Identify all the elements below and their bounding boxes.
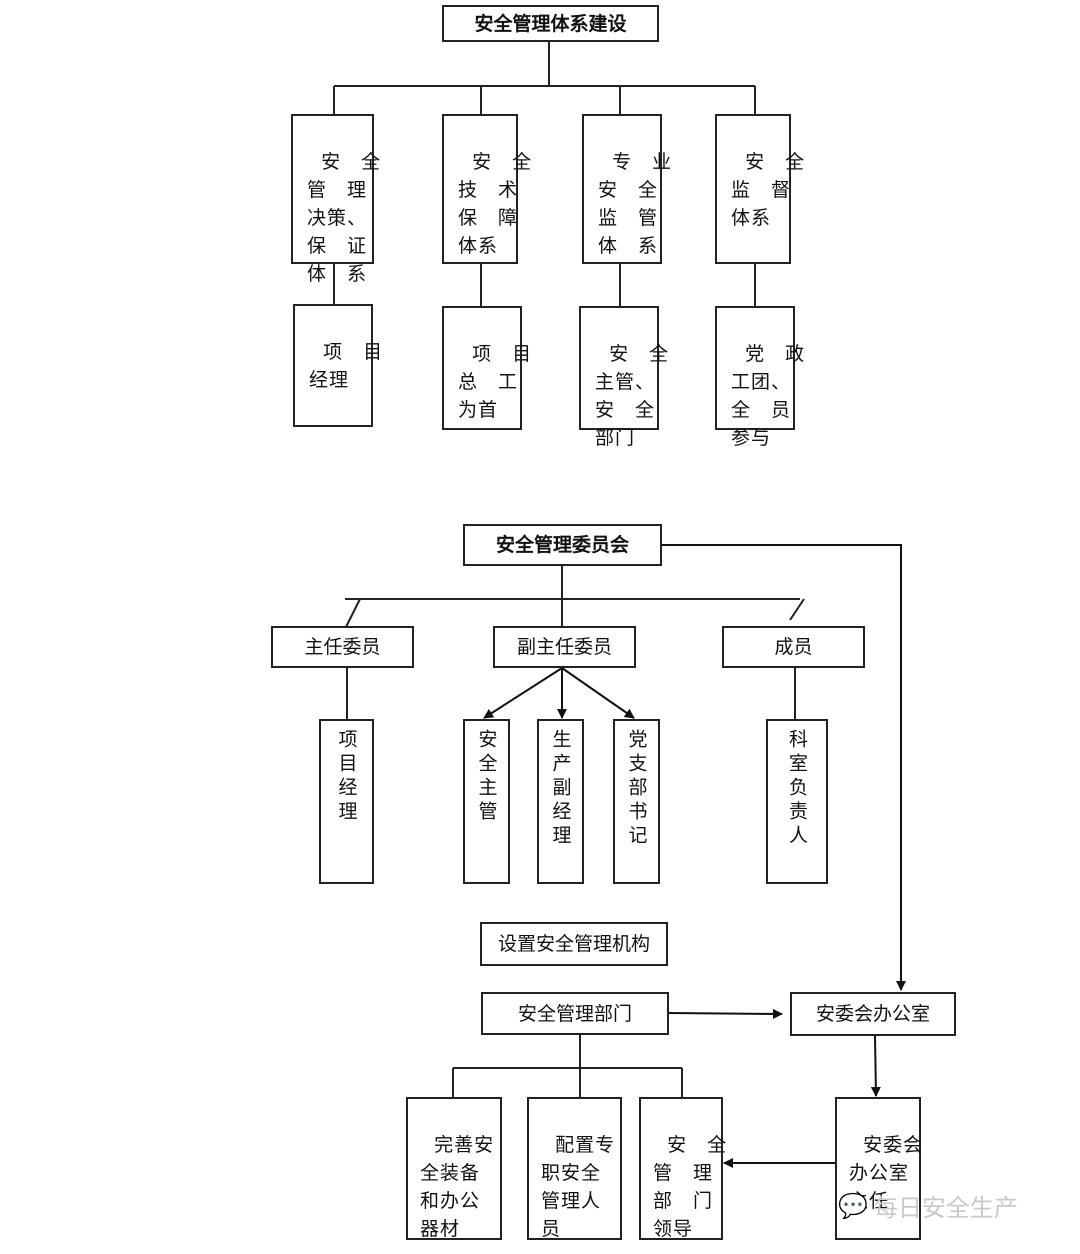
vice-chair-label: 副主任委员 <box>516 636 612 658</box>
d1-responsible-label-1: 项 目 经理 <box>309 341 384 391</box>
dept-box: 安全管理部门 <box>481 992 669 1035</box>
office-box: 安委会办公室 <box>790 992 956 1036</box>
member-person-label: 科室负责人 <box>786 729 808 849</box>
dept-task-box-1: 完善安 全装备 和办公 器材 <box>406 1097 502 1240</box>
chair-person-box: 项目经理 <box>319 719 374 884</box>
vice-sub-box-1: 安全主管 <box>463 719 510 884</box>
d1-responsible-box-2: 项 目 总 工 为首 <box>442 306 531 430</box>
chair-label: 主任委员 <box>304 636 381 658</box>
watermark: 💬 每日安全生产 <box>838 1188 1018 1223</box>
d1-system-label-2: 安 全 技 术 保 障 体系 <box>458 151 533 257</box>
d1-responsible-label-4: 党 政 工团、 全 员 参与 <box>731 343 806 449</box>
d1-title-box: 安全管理体系建设 <box>442 5 659 42</box>
office-director-box: 安委会 办公室 主任 <box>835 1097 924 1240</box>
d1-system-label-4: 安 全 监 督 体系 <box>731 151 806 229</box>
chair-person-label: 项目经理 <box>335 729 358 825</box>
d1-responsible-label-3: 安 全 主管、 安 全 部门 <box>595 343 670 449</box>
d1-responsible-box-4: 党 政 工团、 全 员 参与 <box>715 306 804 449</box>
vice-sub-label-3: 党支部书记 <box>625 729 648 849</box>
d2-title-box: 安全管理委员会 <box>463 524 662 566</box>
member-person-box: 科室负责人 <box>766 719 828 884</box>
dept-label: 安全管理部门 <box>517 1002 632 1025</box>
vice-sub-box-3: 党支部书记 <box>613 719 660 884</box>
office-director-label: 安委会 办公室 主任 <box>849 1134 924 1212</box>
dept-task-box-2: 配置专 职安全 管理人 员 <box>527 1097 622 1240</box>
d1-system-box-2: 安 全 技 术 保 障 体系 <box>442 114 531 264</box>
d1-system-label-3: 专 业 安 全 监 管 体 系 <box>598 151 673 257</box>
vice-chair-box: 副主任委员 <box>493 626 636 668</box>
members-box: 成员 <box>722 626 865 668</box>
d2-title: 安全管理委员会 <box>495 534 629 556</box>
d1-system-label-1: 安 全 管 理 决策、 保 证 体 系 <box>307 151 382 285</box>
d1-responsible-label-2: 项 目 总 工 为首 <box>458 343 533 421</box>
setup-box: 设置安全管理机构 <box>480 922 668 966</box>
vice-sub-label-2: 生产副经理 <box>549 729 572 849</box>
vice-sub-label-1: 安全主管 <box>475 729 498 825</box>
vice-sub-box-2: 生产副经理 <box>537 719 584 884</box>
chair-box: 主任委员 <box>271 626 414 668</box>
d1-system-box-4: 安 全 监 督 体系 <box>715 114 804 264</box>
dept-task-label-2: 配置专 职安全 管理人 员 <box>541 1134 616 1240</box>
watermark-text: 每日安全生产 <box>873 1194 1018 1222</box>
setup-label: 设置安全管理机构 <box>497 933 650 955</box>
members-label: 成员 <box>774 636 813 658</box>
office-label: 安委会办公室 <box>815 1003 930 1025</box>
dept-task-label-1: 完善安 全装备 和办公 器材 <box>420 1134 495 1240</box>
dept-task-label-3: 安 全 管 理 部 门 领导 <box>653 1134 728 1240</box>
dept-task-box-3: 安 全 管 理 部 门 领导 <box>639 1097 726 1240</box>
d1-responsible-box-1: 项 目 经理 <box>293 304 382 427</box>
d1-system-box-1: 安 全 管 理 决策、 保 证 体 系 <box>291 114 380 285</box>
d1-title: 安全管理体系建设 <box>474 12 627 35</box>
wechat-icon: 💬 <box>838 1191 868 1220</box>
d1-responsible-box-3: 安 全 主管、 安 全 部门 <box>579 306 668 449</box>
d1-system-box-3: 专 业 安 全 监 管 体 系 <box>582 114 671 264</box>
